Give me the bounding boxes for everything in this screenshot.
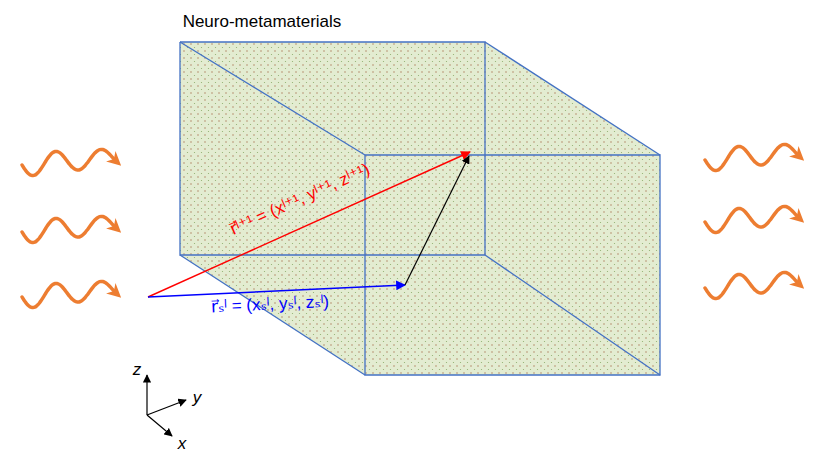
wave-arrow [22,281,117,307]
title: Neuro-metamaterials [183,13,342,32]
axis-label: x [178,435,187,454]
wave-arrow [705,144,800,170]
vectors [148,152,470,297]
wave-arrow [22,216,117,242]
wave-arrow [705,272,800,298]
waves [22,144,800,307]
axis-label: z [133,361,142,380]
wave-arrow [705,206,800,232]
cube [180,42,660,375]
wave-arrow [22,149,117,175]
axis-label: y [193,389,202,408]
axes [147,375,186,436]
